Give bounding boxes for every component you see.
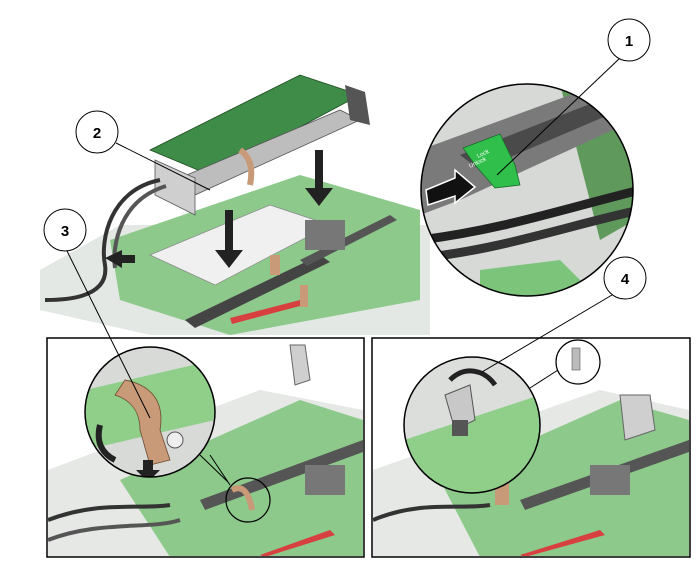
main-chassis-illustration: [40, 74, 430, 335]
pcie-slot: [185, 255, 330, 328]
callout-2-label: 2: [93, 125, 101, 142]
callout-3-label: 3: [61, 223, 69, 240]
cable: [44, 178, 161, 302]
rotate-arrow-icon: [448, 368, 498, 387]
dimm-block: [305, 220, 345, 250]
callout-2-leader: [115, 142, 211, 191]
callout-4-leader: [481, 294, 613, 373]
bottom-right-panel: [371, 337, 691, 558]
riser-latch: [114, 379, 171, 466]
callout-4: 4: [603, 256, 647, 300]
callout-2: 2: [75, 110, 119, 154]
callout-4-label: 4: [621, 271, 630, 288]
bottom-left-panel: [46, 337, 365, 558]
arrow-down-icon: [136, 460, 160, 477]
callout-1-leader: [496, 57, 621, 176]
callout-3: 3: [43, 208, 87, 252]
callout-1: 1: [607, 18, 651, 62]
latch-green: [462, 133, 521, 189]
callout-1-label: 1: [625, 33, 633, 50]
arrow-right-icon: [425, 168, 477, 206]
callout-3-leader: [66, 250, 151, 419]
rotate-arrow-icon: [95, 424, 117, 463]
arrow-down-icon: [215, 210, 243, 268]
latch-lock-label: Lock: [476, 149, 491, 160]
arrow-down-icon: [305, 150, 333, 206]
arrow-right-icon: [105, 250, 135, 268]
cable: [421, 185, 633, 245]
